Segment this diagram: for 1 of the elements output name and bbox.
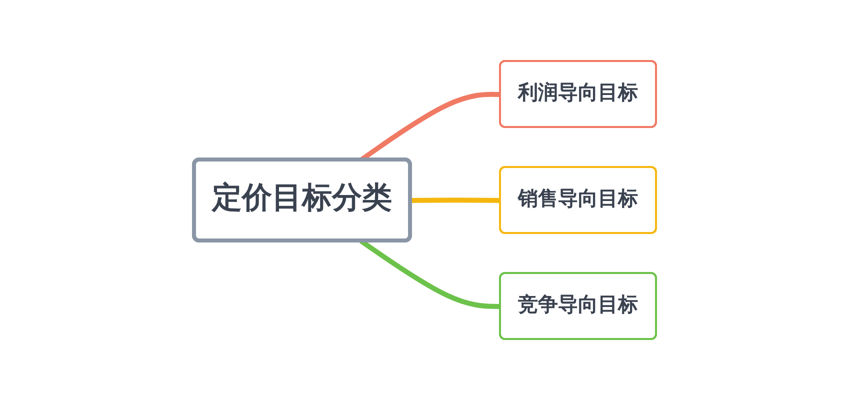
connector [410, 198, 500, 203]
